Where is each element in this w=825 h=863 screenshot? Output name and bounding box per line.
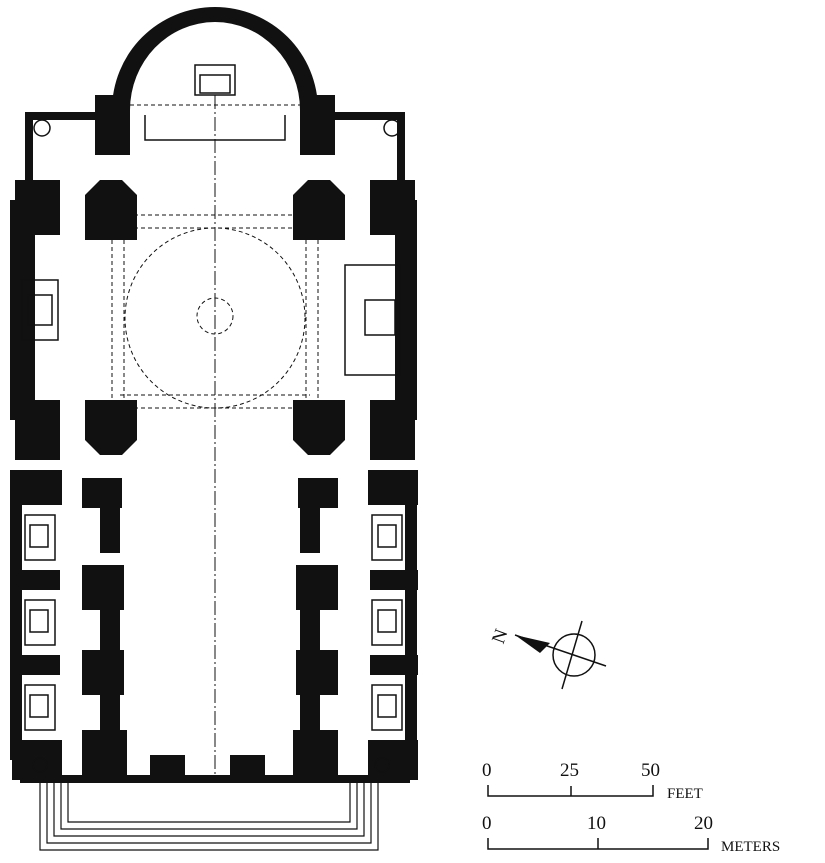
scale-feet-tick: 25 [560,760,579,781]
crossing-pier [293,180,345,240]
crossing-pier [85,400,137,455]
compass-circle [552,633,596,677]
apse-wall [112,7,318,110]
scale-meters-tick: 0 [482,813,492,834]
north-arrow: N [488,620,607,690]
scale-meters-unit: METERS [721,839,780,855]
side-chapel-altars [21,64,403,773]
entrance-steps [39,783,379,851]
scale-feet-tick: 0 [482,760,492,781]
scale-feet-unit: FEET [667,786,703,802]
scale-meters-tick: 20 [694,813,713,834]
crossing-pier [293,400,345,455]
scale-bar-feet [487,785,654,797]
scale-bar-meters [487,838,709,850]
scale-meters-tick: 10 [587,813,606,834]
crossing-pier [85,180,137,240]
north-arrow-icon [515,635,550,653]
north-label: N [488,626,513,646]
plan [10,7,418,783]
scale-feet-tick: 50 [641,760,660,781]
